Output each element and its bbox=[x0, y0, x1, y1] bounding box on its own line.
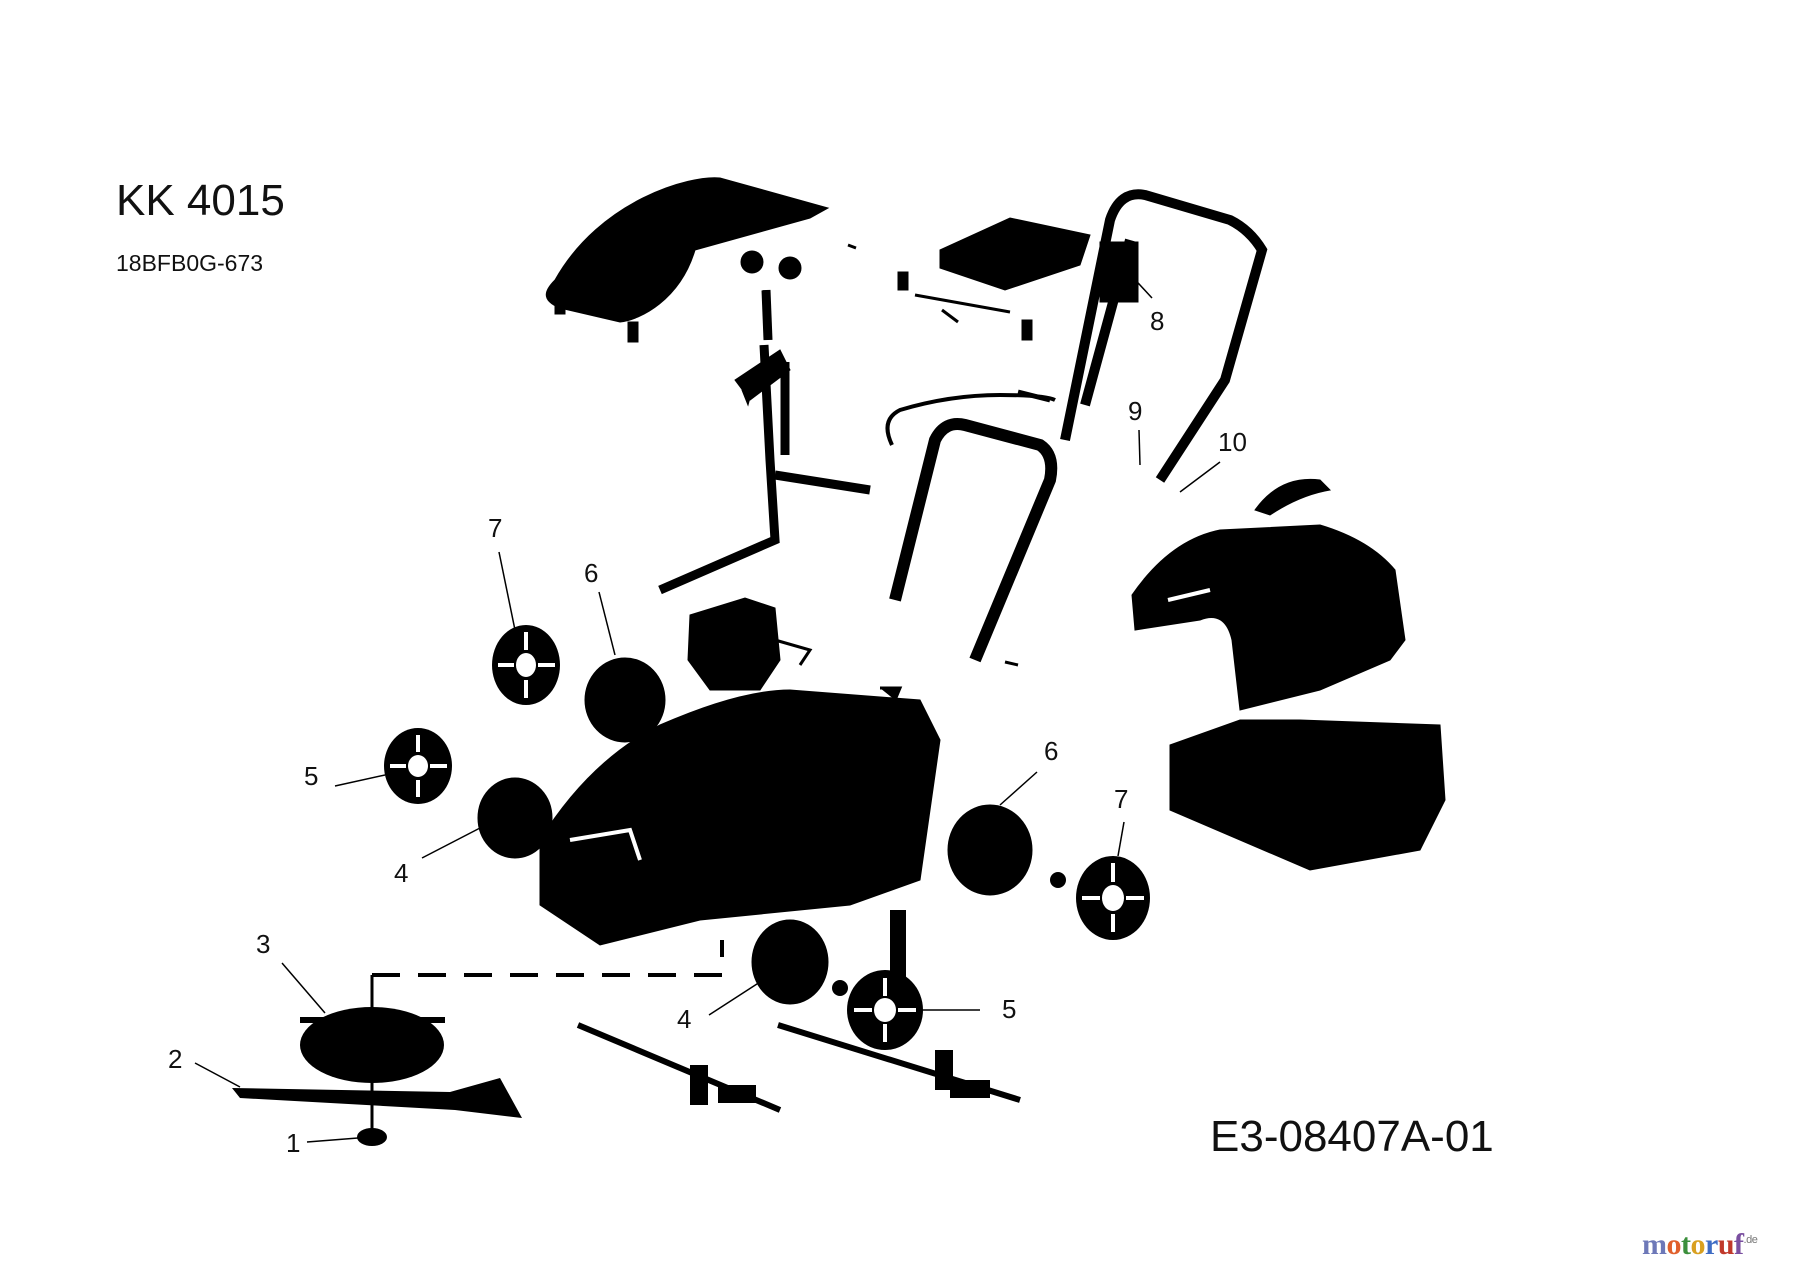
callout-8: 8 bbox=[1150, 306, 1164, 336]
rear-wheel-left bbox=[584, 657, 666, 743]
handle-knob bbox=[740, 250, 802, 280]
callout-3: 3 bbox=[256, 929, 270, 959]
callout-2: 2 bbox=[168, 1044, 182, 1074]
callout-4a: 4 bbox=[394, 858, 408, 888]
switch-box bbox=[1099, 241, 1139, 303]
watermark-suffix: .de bbox=[1743, 1234, 1758, 1246]
callout-4b: 4 bbox=[677, 1004, 691, 1034]
callout-1: 1 bbox=[286, 1128, 300, 1158]
watermark-letter: t bbox=[1681, 1228, 1691, 1261]
grass-catcher-base bbox=[1169, 719, 1446, 871]
watermark-letter: r bbox=[1705, 1228, 1718, 1261]
mower-deck bbox=[539, 686, 941, 946]
cutting-blade bbox=[232, 1078, 522, 1118]
front-wheel-left bbox=[477, 777, 553, 859]
axle-spacer bbox=[832, 872, 1066, 996]
hubcap-7b bbox=[1076, 856, 1150, 940]
cable-clip bbox=[1017, 389, 1051, 403]
watermark-letter: o bbox=[1690, 1228, 1706, 1261]
catcher-handle bbox=[1254, 478, 1332, 516]
model-title: KK 4015 bbox=[116, 176, 285, 225]
motor bbox=[687, 597, 813, 691]
part-number: 18BFB0G-673 bbox=[116, 250, 264, 276]
hubcap-7a bbox=[492, 625, 560, 705]
callout-7a: 7 bbox=[488, 513, 502, 543]
watermark-letter: o bbox=[1666, 1228, 1682, 1261]
rear-wheel-right bbox=[947, 804, 1033, 896]
callout-6b: 6 bbox=[1044, 736, 1058, 766]
callout-labels: 1 2 3 4 4 5 5 6 6 7 7 8 9 10 bbox=[168, 306, 1247, 1158]
height-adjuster bbox=[690, 910, 990, 1105]
callout-6a: 6 bbox=[584, 558, 598, 588]
hubcap-5a bbox=[384, 728, 452, 804]
watermark-letter: m bbox=[1642, 1228, 1667, 1261]
callout-9: 9 bbox=[1128, 396, 1142, 426]
cover-plate bbox=[847, 217, 1091, 341]
watermark-letter: f bbox=[1734, 1228, 1744, 1261]
leader-lines bbox=[194, 271, 1221, 1143]
watermark-logo: motoruf.de bbox=[1642, 1228, 1758, 1262]
handle-pin bbox=[1004, 660, 1019, 667]
lower-handle bbox=[889, 418, 1058, 663]
callout-7b: 7 bbox=[1114, 784, 1128, 814]
hubcap-5b bbox=[847, 970, 923, 1050]
callout-10: 10 bbox=[1218, 427, 1247, 457]
front-wheel-right bbox=[751, 919, 829, 1005]
callout-5a: 5 bbox=[304, 761, 318, 791]
grass-bag bbox=[1131, 524, 1406, 711]
drawing-code: E3-08407A-01 bbox=[1210, 1112, 1494, 1161]
watermark-letters: motoruf bbox=[1642, 1228, 1744, 1261]
catcher-top-cover bbox=[545, 177, 830, 343]
switch-lever-tip bbox=[741, 374, 757, 407]
switch-bracket bbox=[658, 289, 871, 595]
assembly-guide-line bbox=[372, 940, 724, 977]
watermark-letter: u bbox=[1717, 1228, 1735, 1261]
callout-5b: 5 bbox=[1002, 994, 1016, 1024]
blade-bolt bbox=[357, 1128, 387, 1146]
